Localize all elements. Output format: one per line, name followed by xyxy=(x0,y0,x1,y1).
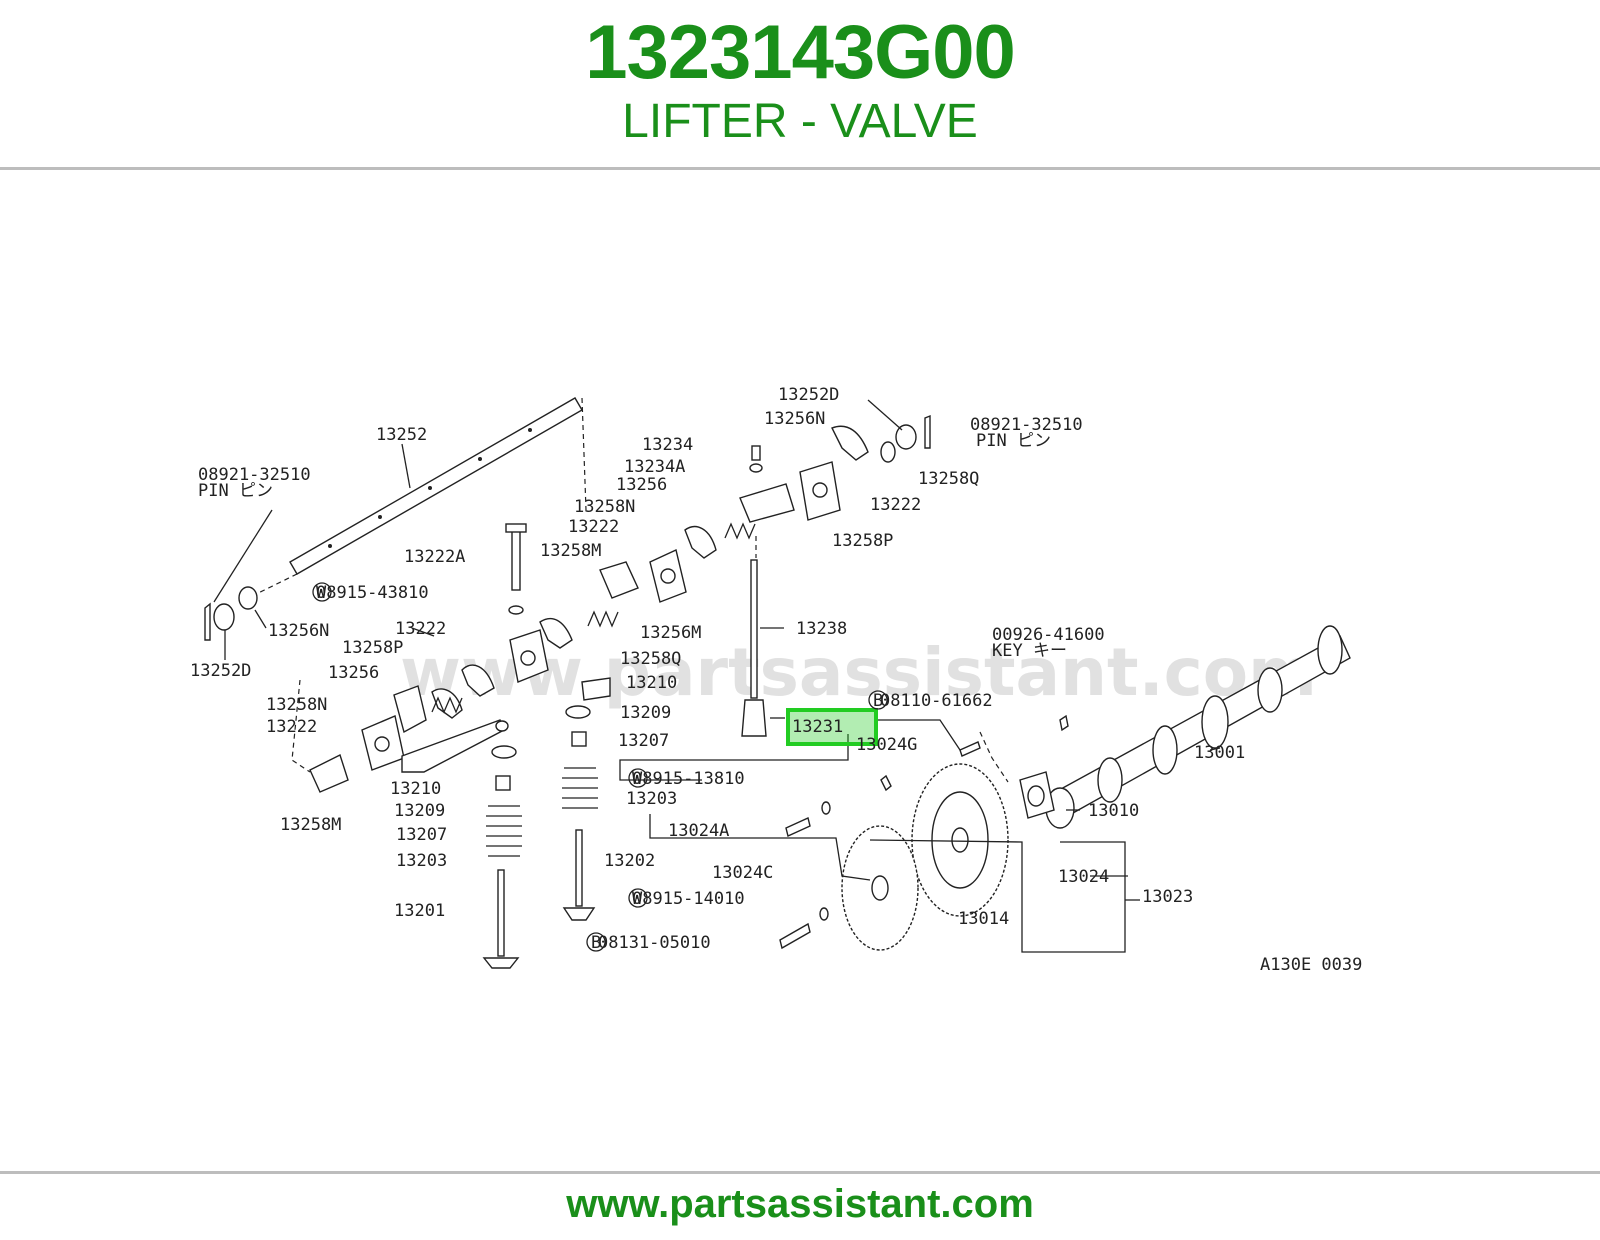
label-13024a: 13024A xyxy=(668,821,729,841)
part-name-subtitle: LIFTER - VALVE xyxy=(622,95,978,148)
label-08921-right: 08921-32510 xyxy=(970,415,1083,435)
pushrod-lifter xyxy=(724,445,841,737)
label-13209-left: 13209 xyxy=(394,801,445,821)
label-08921-left: 08921-32510 xyxy=(198,465,311,485)
label-13202: 13202 xyxy=(604,851,655,871)
label-13238: 13238 xyxy=(796,619,847,639)
marker-w-3: W xyxy=(632,889,643,909)
valve-lifter-13231 xyxy=(741,699,767,737)
label-08131-05010: 08131-05010 xyxy=(598,933,711,953)
label-13203-right: 13203 xyxy=(626,789,677,809)
marker-b-1: B xyxy=(591,933,601,953)
label-13210-right: 13210 xyxy=(626,673,677,693)
label-13001: 13001 xyxy=(1194,743,1245,763)
label-pin-left: PIN ピン xyxy=(198,481,273,501)
label-13203-left: 13203 xyxy=(396,851,447,871)
label-13222-left: 13222 xyxy=(266,717,317,737)
label-13252: 13252 xyxy=(376,425,427,445)
label-13023: 13023 xyxy=(1142,887,1193,907)
label-13258p-right: 13258P xyxy=(832,531,893,551)
part-number-title: 1323143G00 xyxy=(585,10,1016,95)
label-13222-right: 13222 xyxy=(870,495,921,515)
label-13252d-right: 13252D xyxy=(778,385,839,405)
marker-w-1: W xyxy=(316,583,327,603)
label-13258m-top: 13258M xyxy=(540,541,601,561)
label-13222a: 13222A xyxy=(404,547,465,567)
parts-diagram: www.partsassistant.com xyxy=(180,340,1420,1010)
label-00926-41600: 00926-41600 xyxy=(992,625,1105,645)
label-13010: 13010 xyxy=(1088,801,1139,821)
page-header: 1323143G00 LIFTER - VALVE xyxy=(0,0,1600,168)
label-13234a: 13234A xyxy=(624,457,685,477)
label-08110-61662: 08110-61662 xyxy=(880,691,993,711)
label-13222-mid: 13222 xyxy=(395,619,446,639)
label-13258q-right: 13258Q xyxy=(918,469,979,489)
camshaft xyxy=(1045,625,1351,829)
label-pin-right: PIN ピン xyxy=(976,431,1051,451)
watermark-text: www.partsassistant.com xyxy=(400,634,1317,711)
label-13258q-left: 13258Q xyxy=(620,649,681,669)
left-pin-washer xyxy=(204,509,273,660)
label-08915-14010: 08915-14010 xyxy=(632,889,745,909)
header-divider xyxy=(0,167,1600,170)
label-13258p-left: 13258P xyxy=(342,638,403,658)
label-13024: 13024 xyxy=(1058,867,1109,887)
label-08915-43810: 08915-43810 xyxy=(316,583,429,603)
footer-website-link[interactable]: www.partsassistant.com xyxy=(566,1182,1034,1226)
diagram-code: A130E 0039 xyxy=(1260,955,1362,975)
footer-divider xyxy=(0,1171,1600,1174)
label-13252d-left: 13252D xyxy=(190,661,251,681)
circled-markers: W W W B B xyxy=(312,582,888,953)
label-13256n-left: 13256N xyxy=(268,621,329,641)
label-13256-left: 13256 xyxy=(328,663,379,683)
label-13014: 13014 xyxy=(958,909,1009,929)
right-rocker xyxy=(831,399,931,463)
label-13231: 13231 xyxy=(792,717,843,737)
exploded-view-svg: www.partsassistant.com xyxy=(190,385,1362,975)
label-13207-left: 13207 xyxy=(396,825,447,845)
highlight-box[interactable] xyxy=(786,708,878,746)
label-13201: 13201 xyxy=(394,901,445,921)
center-valve-assembly xyxy=(562,677,611,921)
cam-gears xyxy=(779,741,1055,951)
label-13258m-left: 13258M xyxy=(280,815,341,835)
marker-b-2: B xyxy=(873,691,883,711)
label-13256m: 13256M xyxy=(640,623,701,643)
label-13256-top: 13256 xyxy=(616,475,667,495)
left-valve-assembly xyxy=(401,719,522,969)
label-key: KEY キー xyxy=(992,641,1067,661)
label-13210-left: 13210 xyxy=(390,779,441,799)
left-rocker-arms xyxy=(291,523,717,793)
label-13258n-left: 13258N xyxy=(266,695,327,715)
label-13222-top: 13222 xyxy=(568,517,619,537)
label-13258n-top: 13258N xyxy=(574,497,635,517)
label-13256n-right: 13256N xyxy=(764,409,825,429)
label-13207-right: 13207 xyxy=(618,731,669,751)
marker-w-2: W xyxy=(632,769,643,789)
label-13209-right: 13209 xyxy=(620,703,671,723)
label-13024c: 13024C xyxy=(712,863,773,883)
label-13234: 13234 xyxy=(642,435,693,455)
rocker-shaft xyxy=(239,397,587,603)
label-08915-13810: 08915-13810 xyxy=(632,769,745,789)
label-13024g: 13024G xyxy=(856,735,917,755)
